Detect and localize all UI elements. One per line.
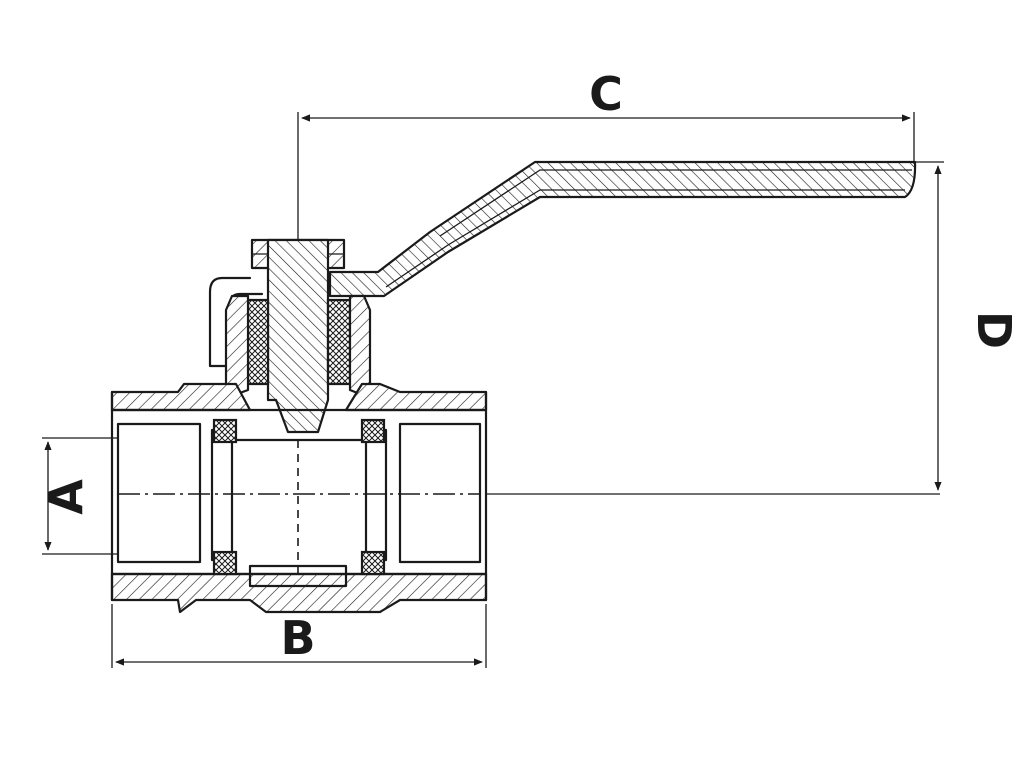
dimension-d-label: D xyxy=(967,311,1021,349)
valve-body xyxy=(110,382,488,614)
dimension-a: A xyxy=(39,437,118,555)
centerlines xyxy=(118,440,940,580)
dimension-b-label: B xyxy=(280,611,315,665)
lever-handle xyxy=(328,160,917,298)
dimension-d: D xyxy=(912,161,1021,491)
stop-pin xyxy=(208,276,264,368)
dimension-c: C xyxy=(297,67,915,240)
dimension-c-label: C xyxy=(589,67,623,121)
dimension-b: B xyxy=(111,604,487,668)
dimension-a-label: A xyxy=(39,479,93,515)
